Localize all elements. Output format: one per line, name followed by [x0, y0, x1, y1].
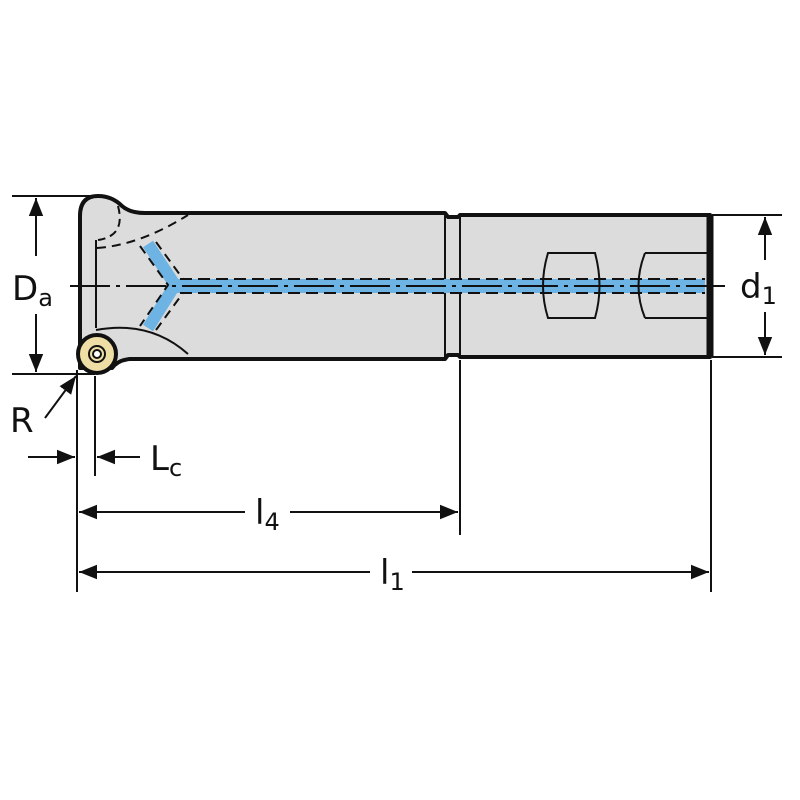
- dimension-d1: [712, 214, 782, 358]
- shank-flats: [542, 252, 708, 319]
- label-d1: d1: [740, 267, 777, 310]
- label-Da: Da: [12, 269, 53, 312]
- dimension-R-arrow: [44, 375, 77, 419]
- dimension-Da: [12, 195, 98, 375]
- label-l4: l4: [255, 493, 280, 536]
- label-R: R: [10, 401, 34, 441]
- insert: [76, 333, 118, 375]
- extension-lines: [76, 360, 712, 592]
- label-Lc: Lc: [150, 439, 182, 482]
- label-l1: l1: [380, 553, 405, 596]
